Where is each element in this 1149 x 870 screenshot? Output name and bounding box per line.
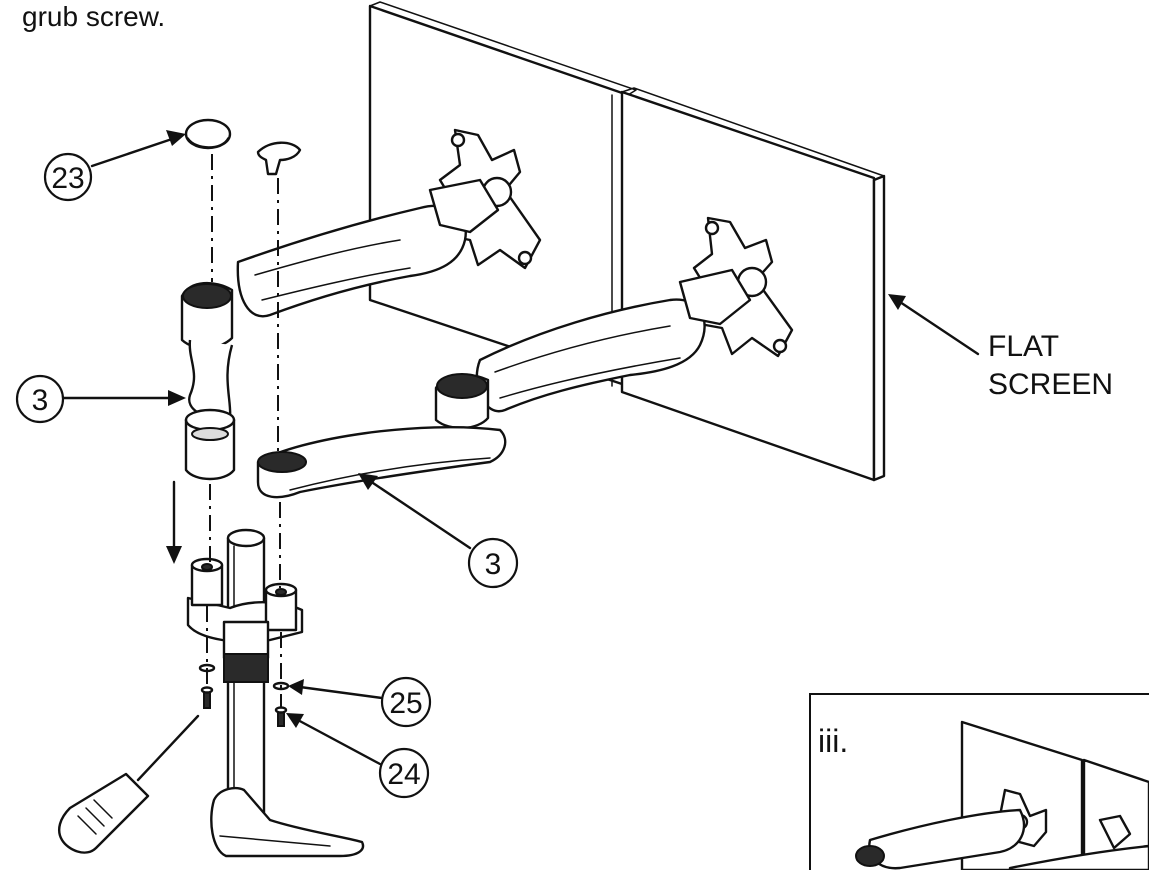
- inset-step-iii: iii.: [809, 693, 1149, 870]
- arm-riser-left: [184, 408, 236, 481]
- lower-monitor-arm: [256, 268, 752, 499]
- leader-arrow-3-lower: [358, 473, 472, 550]
- instruction-text: grub screw.: [22, 1, 165, 32]
- upper-monitor-arm: [180, 178, 500, 422]
- svg-text:25: 25: [389, 687, 422, 720]
- pole-bracket: [186, 557, 304, 683]
- leader-arrow-23: [90, 130, 186, 168]
- end-cap-23: [184, 118, 232, 150]
- leader-arrow-3-left: [60, 390, 186, 406]
- leader-arrow-25: [288, 679, 384, 700]
- svg-text:SCREEN: SCREEN: [988, 368, 1113, 401]
- callout-23: 23: [43, 152, 93, 202]
- callout-24: 24: [378, 747, 430, 799]
- svg-text:24: 24: [387, 758, 420, 791]
- inset-step-label: iii.: [818, 723, 848, 759]
- knob-cap: [256, 141, 302, 176]
- screwdriver: [58, 714, 200, 854]
- callout-3-lower: 3: [467, 537, 519, 589]
- callout-3-left: 3: [15, 374, 65, 424]
- svg-text:3: 3: [485, 548, 502, 581]
- callout-25: 25: [380, 676, 432, 728]
- leader-arrow-flat-screen: [888, 294, 980, 356]
- screw-left: [200, 686, 214, 709]
- flat-screen-label: FLAT SCREEN: [988, 330, 1113, 401]
- svg-text:FLAT: FLAT: [988, 330, 1059, 363]
- svg-text:3: 3: [32, 384, 49, 417]
- leader-arrow-24: [286, 713, 382, 766]
- desk-clamp-base: [210, 786, 365, 858]
- assembly-direction-arrow: [166, 480, 182, 564]
- screw-right: [274, 706, 288, 727]
- svg-text:23: 23: [51, 162, 84, 195]
